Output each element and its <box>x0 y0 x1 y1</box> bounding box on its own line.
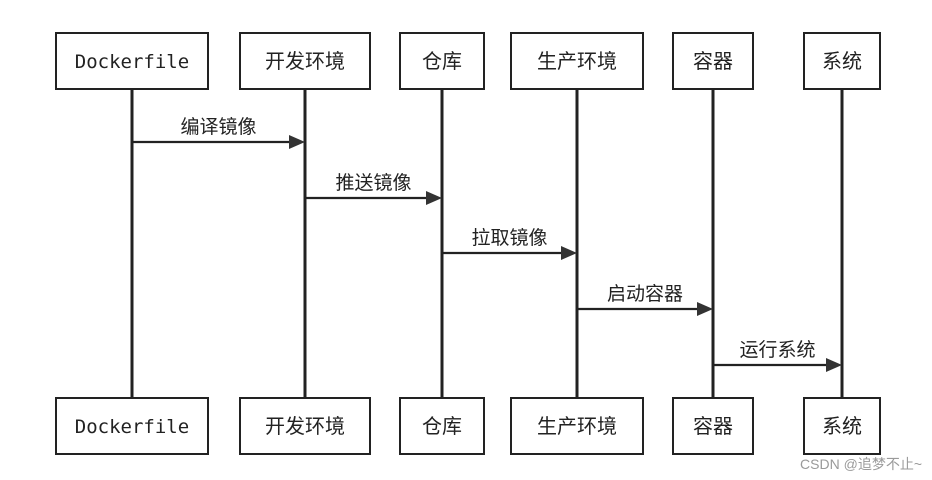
message-label: 启动容器 <box>607 283 683 305</box>
participant-box <box>510 397 644 455</box>
message-label: 编译镜像 <box>180 116 256 138</box>
participant-label: 容器 <box>693 49 733 73</box>
arrowhead-icon <box>561 246 577 260</box>
participant-label: 生产环境 <box>537 49 617 73</box>
participant-label: 生产环境 <box>537 414 617 438</box>
participant-system-top: 系统 <box>803 32 881 90</box>
participant-system-bottom: 系统 <box>803 397 881 455</box>
participant-dev-bottom: 开发环境 <box>239 397 371 455</box>
message-5: 运行系统 <box>713 339 842 372</box>
participant-label: 仓库 <box>422 49 462 73</box>
participant-box <box>672 397 754 455</box>
message-4: 启动容器 <box>577 283 713 316</box>
participant-box <box>55 32 209 90</box>
participant-label: 仓库 <box>422 414 462 438</box>
message-label: 推送镜像 <box>335 172 411 194</box>
participant-repo-top: 仓库 <box>399 32 485 90</box>
participant-container-top: 容器 <box>672 32 754 90</box>
participant-box <box>803 397 881 455</box>
participant-box <box>672 32 754 90</box>
arrowhead-icon <box>426 191 442 205</box>
participant-label: 系统 <box>822 414 862 438</box>
participant-label: 系统 <box>822 49 862 73</box>
participant-dockerfile-bottom: Dockerfile <box>55 397 209 455</box>
message-1: 编译镜像 <box>132 116 305 149</box>
participant-box <box>803 32 881 90</box>
message-label: 运行系统 <box>739 339 815 361</box>
message-3: 拉取镜像 <box>442 227 577 260</box>
participant-label: Dockerfile <box>75 416 189 438</box>
participant-prod-top: 生产环境 <box>510 32 644 90</box>
participant-label: 容器 <box>693 414 733 438</box>
participant-repo-bottom: 仓库 <box>399 397 485 455</box>
message-2: 推送镜像 <box>305 172 442 205</box>
participant-label: 开发环境 <box>265 49 345 73</box>
participant-box <box>239 397 371 455</box>
participant-box <box>399 397 485 455</box>
watermark: CSDN @追梦不止~ <box>800 456 922 472</box>
participant-prod-bottom: 生产环境 <box>510 397 644 455</box>
arrowhead-icon <box>697 302 713 316</box>
participant-label: 开发环境 <box>265 414 345 438</box>
participant-box <box>510 32 644 90</box>
message-label: 拉取镜像 <box>471 227 547 249</box>
arrowhead-icon <box>289 135 305 149</box>
arrowhead-icon <box>826 358 842 372</box>
participant-dockerfile-top: Dockerfile <box>55 32 209 90</box>
participant-container-bottom: 容器 <box>672 397 754 455</box>
participant-box <box>55 397 209 455</box>
participant-box <box>239 32 371 90</box>
participant-box <box>399 32 485 90</box>
participant-dev-top: 开发环境 <box>239 32 371 90</box>
participant-label: Dockerfile <box>75 51 189 73</box>
